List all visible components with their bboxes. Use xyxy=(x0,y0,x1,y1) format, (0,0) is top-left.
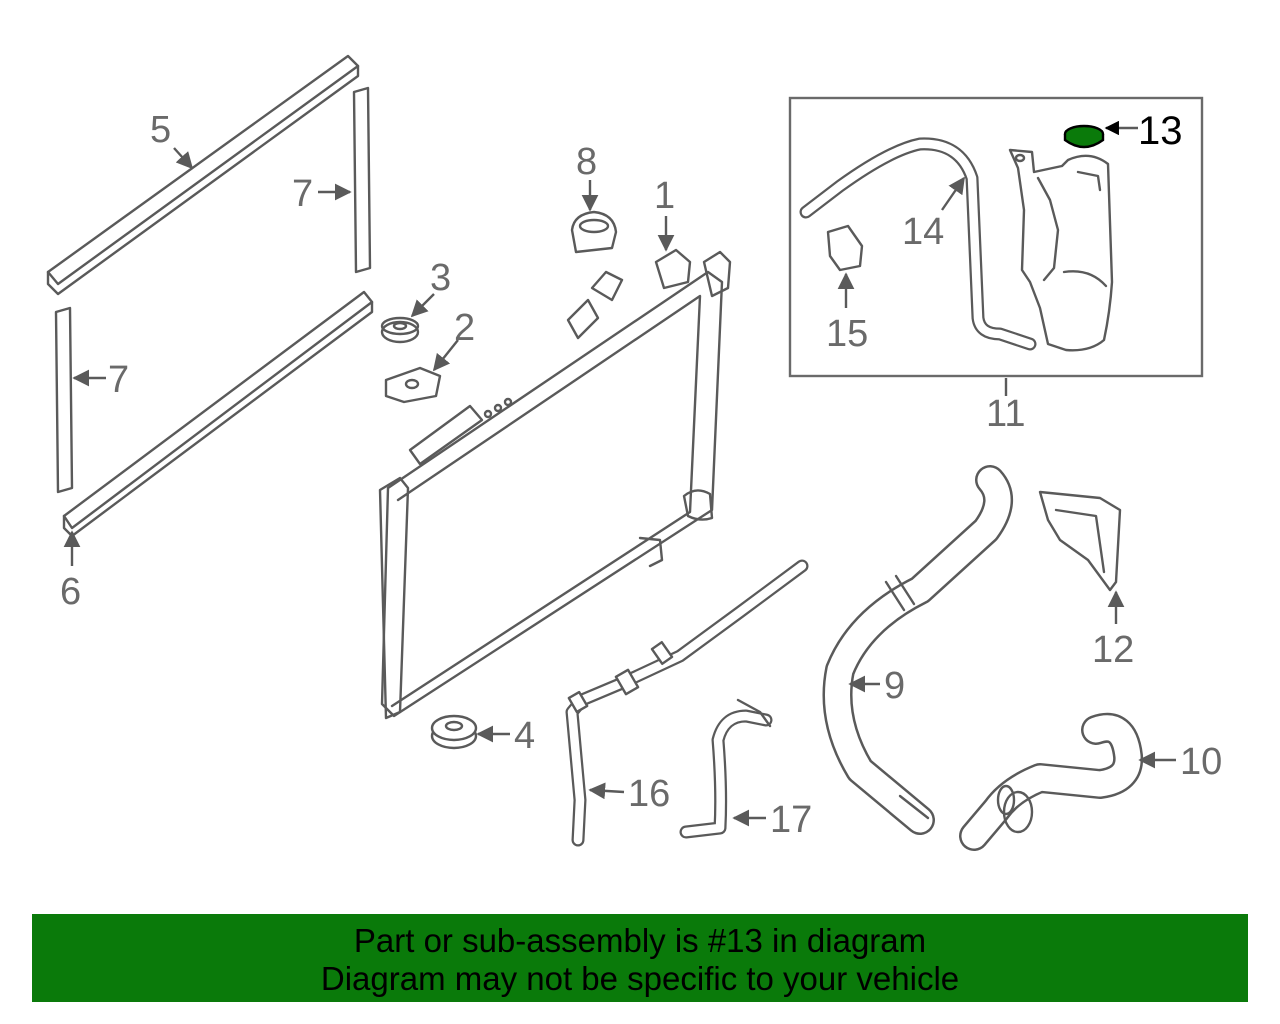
callout-13: 13 xyxy=(1138,109,1183,153)
part-14-reservoir-hose xyxy=(799,137,1037,351)
sub-assembly-11-box xyxy=(788,96,1204,378)
leader-5 xyxy=(173,147,194,170)
part-4-lower-mount xyxy=(430,714,478,750)
callout-1: 1 xyxy=(654,175,675,217)
callout-14: 14 xyxy=(902,211,944,253)
coolant-reservoir-tank xyxy=(1008,148,1114,352)
part-12-bracket xyxy=(1038,490,1122,592)
part-17-small-hose xyxy=(679,698,773,839)
part-3-bushing xyxy=(380,316,420,344)
part-6-lower-seal xyxy=(62,290,374,538)
leader-3 xyxy=(410,293,435,318)
callout-7a: 7 xyxy=(292,173,313,215)
part-2-bracket xyxy=(384,366,442,404)
leader-14 xyxy=(941,176,965,211)
part-10-lower-hose xyxy=(959,712,1144,851)
callout-7b: 7 xyxy=(108,359,129,401)
part-13-reservoir-cap xyxy=(1063,124,1105,149)
callout-12: 12 xyxy=(1092,629,1134,671)
part-5-upper-seal xyxy=(46,54,360,296)
callout-6: 6 xyxy=(60,571,81,613)
callout-11: 11 xyxy=(986,393,1025,435)
part-1-radiator xyxy=(378,248,732,720)
leader-2 xyxy=(432,339,459,372)
callout-2: 2 xyxy=(454,307,475,349)
info-banner: Part or sub-assembly is #13 in diagram D… xyxy=(32,914,1248,1002)
leader-16 xyxy=(588,782,625,800)
callout-10: 10 xyxy=(1180,741,1222,783)
callout-5: 5 xyxy=(150,109,171,151)
callout-15: 15 xyxy=(826,313,868,355)
part-7-side-seal-right xyxy=(352,86,372,274)
part-16-tube xyxy=(565,559,809,847)
banner-disclaimer-line: Diagram may not be specific to your vehi… xyxy=(320,960,960,997)
callout-9: 9 xyxy=(884,665,905,707)
callout-8: 8 xyxy=(576,141,597,183)
part-9-upper-hose xyxy=(822,465,1013,835)
banner-part-line: Part or sub-assembly is #13 in diagram xyxy=(353,922,927,959)
part-7-side-seal-left xyxy=(54,306,74,494)
part-15-clip xyxy=(826,224,864,272)
callout-4: 4 xyxy=(514,715,535,757)
callout-17: 17 xyxy=(770,799,812,841)
callout-16: 16 xyxy=(628,773,670,815)
callout-3: 3 xyxy=(430,257,451,299)
part-8-radiator-cap xyxy=(570,210,618,254)
